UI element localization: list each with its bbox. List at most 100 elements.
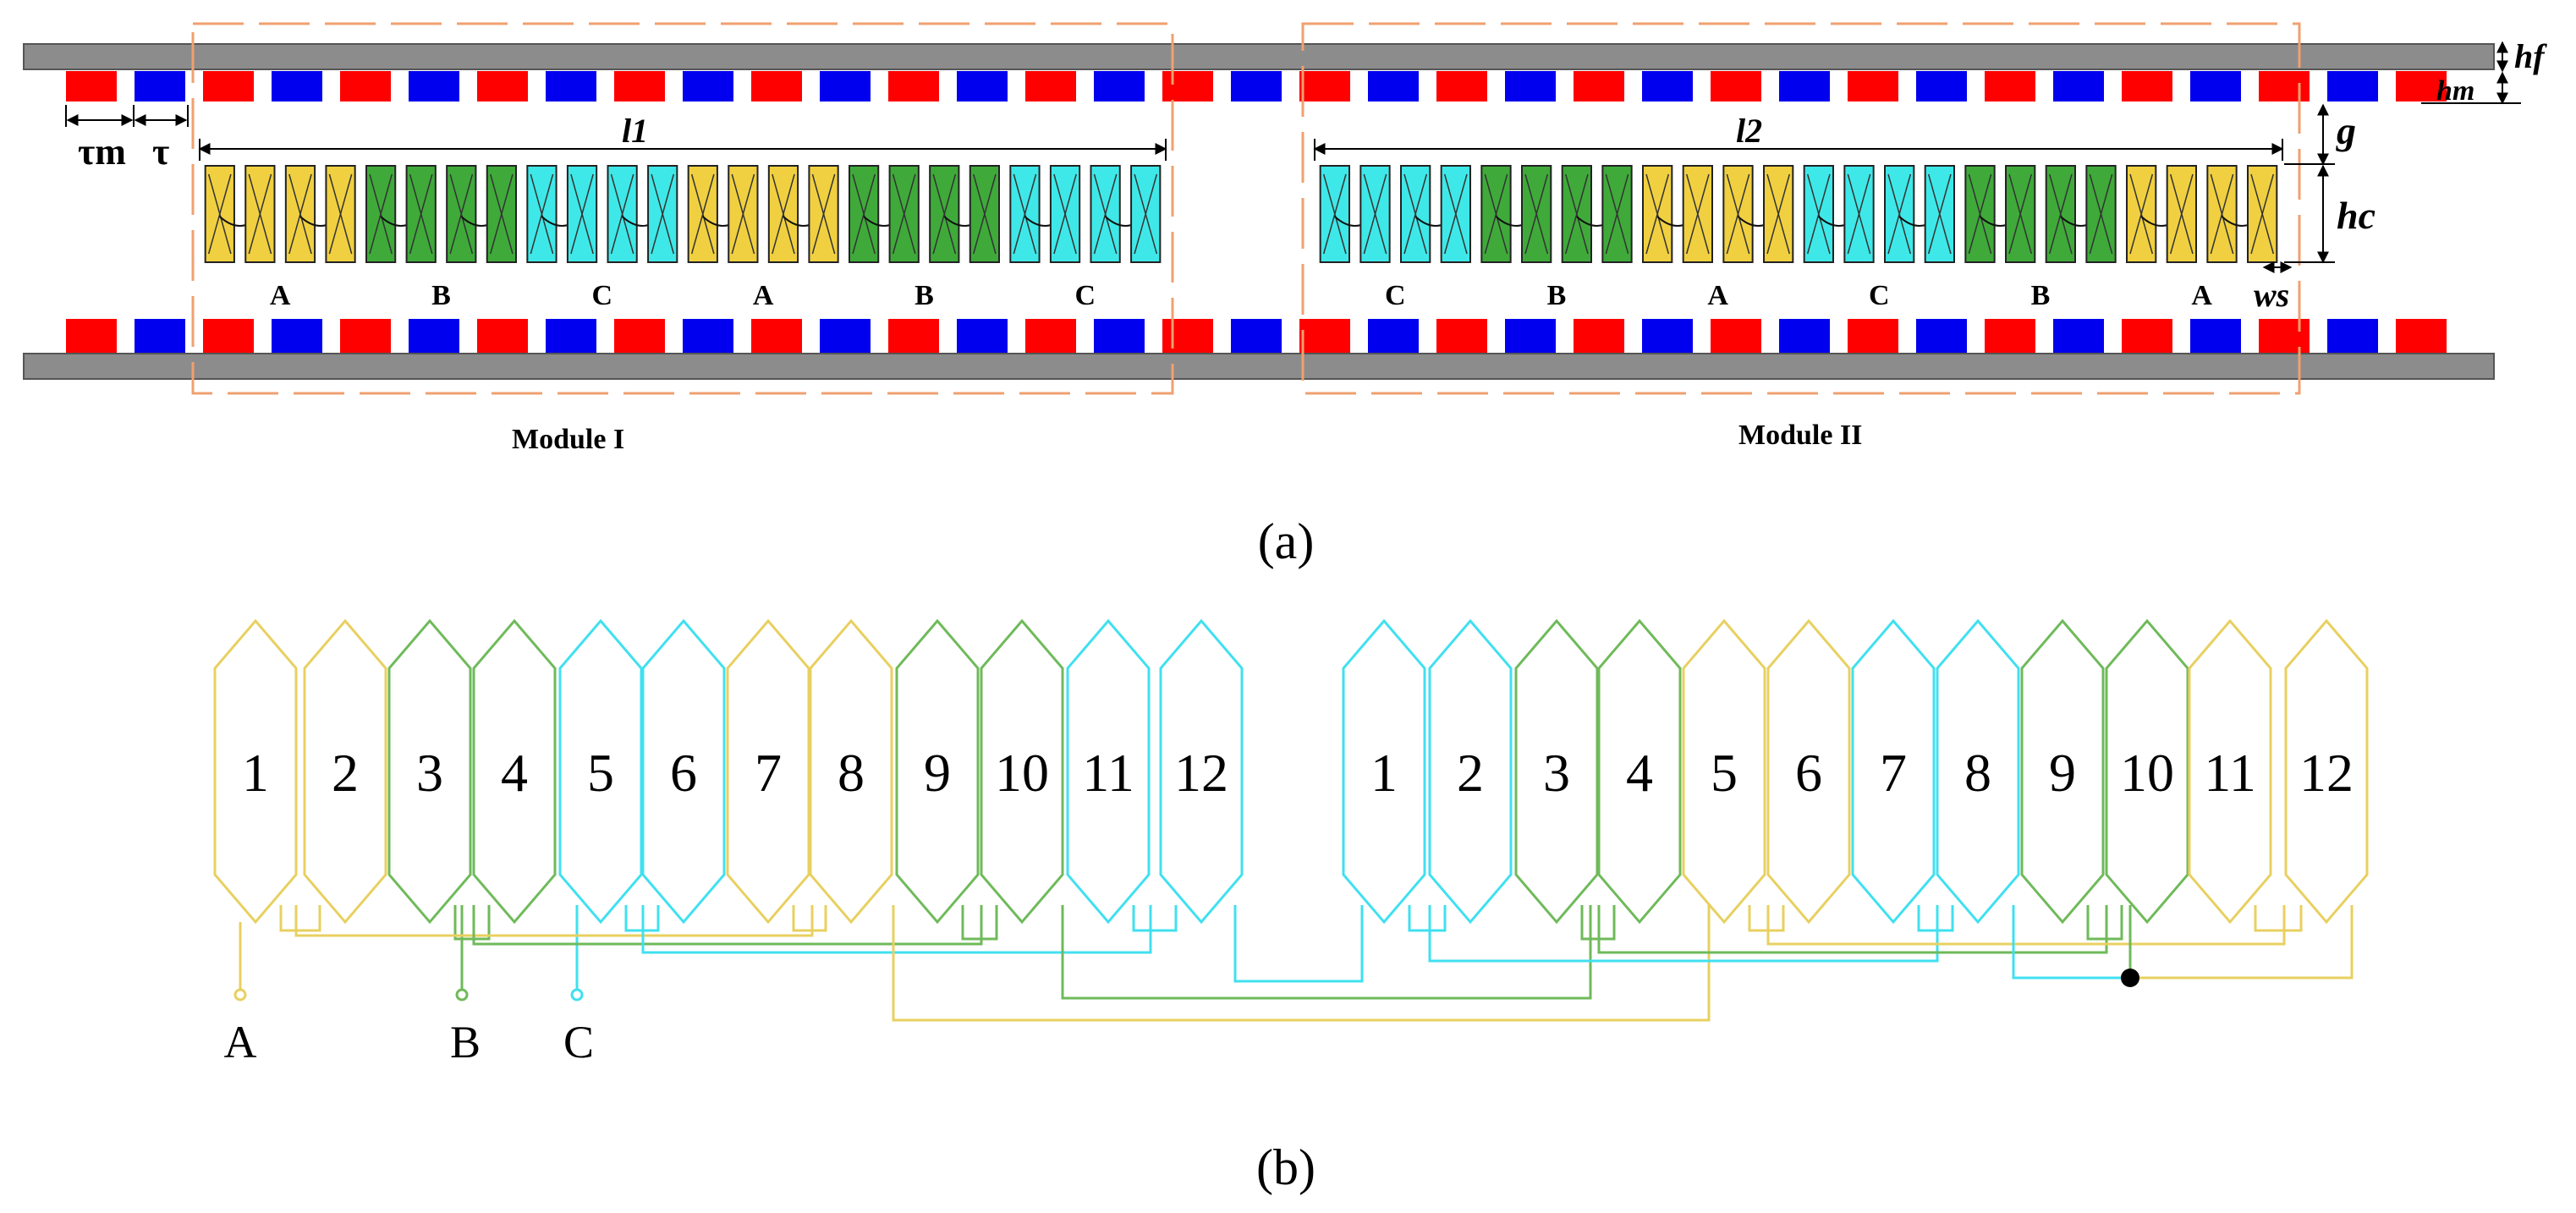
top-magnet [2396, 71, 2447, 102]
top-magnet [2327, 71, 2378, 102]
hc-label: hc [2337, 194, 2376, 237]
phase-label: B [2031, 280, 2051, 311]
top-magnet [272, 71, 322, 102]
phase-wire [2086, 905, 2123, 941]
phase-wire [1766, 905, 2286, 946]
phase-wire [1132, 905, 1178, 932]
bottom-magnet [2327, 319, 2378, 353]
bottom-magnet [2122, 319, 2172, 353]
bottom-magnet [1642, 319, 1693, 353]
coil-number: 1 [1370, 743, 1398, 803]
terminal-c-node [570, 988, 584, 1002]
bottom-magnet [2259, 319, 2310, 353]
coil-loop [1342, 618, 1426, 925]
bottom-magnet [614, 319, 665, 353]
coil-loop [809, 618, 893, 925]
bottom-back-iron [23, 353, 2495, 380]
phase-wire [1233, 905, 1364, 983]
coil-loop [1066, 618, 1151, 925]
coil-loop [726, 618, 810, 925]
bottom-magnet [1779, 319, 1830, 353]
top-magnet [1642, 71, 1693, 102]
phase-wire [1428, 905, 1939, 963]
coil-loop [1851, 618, 1936, 925]
top-magnet [1436, 71, 1487, 102]
phase-wire [1597, 905, 2108, 954]
coil-b [2085, 165, 2117, 263]
phase-label: A [270, 280, 291, 311]
top-magnet [751, 71, 802, 102]
coil-b [1480, 165, 1537, 263]
coil-loop [1428, 618, 1513, 925]
coil-number: 9 [924, 743, 951, 803]
winding-connection-wires [239, 905, 2354, 1022]
phase-wire [2130, 905, 2354, 980]
top-magnet [340, 71, 391, 102]
top-magnet [2259, 71, 2310, 102]
coil-c [1009, 165, 1066, 263]
coil-loop [472, 618, 557, 925]
coil-c [607, 165, 663, 263]
module-2-boundary [1301, 22, 2301, 395]
coil-a [1763, 165, 1794, 263]
coil-b [2045, 165, 2102, 263]
l1-label: l1 [622, 112, 648, 150]
phase-wire [1061, 905, 1592, 1000]
bottom-magnet [203, 319, 254, 353]
top-magnet-array [66, 71, 2447, 102]
coil-b [1561, 165, 1618, 263]
coil-number: 6 [1795, 743, 1822, 803]
phase-label: C [1075, 280, 1096, 311]
coil-a [284, 165, 342, 263]
top-back-iron [23, 43, 2495, 70]
phase-wire [453, 905, 491, 941]
hm-label: hm [2436, 75, 2474, 107]
coil-b [486, 165, 518, 263]
bottom-magnet [820, 319, 871, 353]
phase-wire [1748, 905, 1785, 932]
coil-number: 3 [416, 743, 443, 803]
coil-number: 10 [2120, 743, 2174, 803]
coil-c [526, 165, 583, 263]
terminal-b-node [455, 988, 469, 1002]
bottom-magnet [1711, 319, 1761, 353]
top-magnet [614, 71, 665, 102]
coil-number: 4 [501, 743, 528, 803]
top-magnet [957, 71, 1008, 102]
bottom-magnet [1505, 319, 1556, 353]
tau-m-label: τm [78, 131, 126, 173]
coil-b [365, 165, 422, 263]
bottom-magnet [1848, 319, 1898, 353]
coil-number: 5 [1711, 743, 1738, 803]
coil-b [1964, 165, 2021, 263]
module-1-coil-array [204, 165, 1162, 263]
top-magnet [1299, 71, 1350, 102]
coil-loop [1514, 618, 1599, 925]
phase-label: B [1547, 280, 1567, 311]
top-magnet [1162, 71, 1213, 102]
top-magnet [1711, 71, 1761, 102]
coil-number: 11 [1082, 743, 1134, 803]
coil-c [1924, 165, 1955, 263]
phase-wire [792, 905, 827, 932]
phase-wire [1408, 905, 1447, 932]
terminal-a-node [233, 988, 247, 1002]
coil-loop [1936, 618, 2020, 925]
tau-label: τ [152, 131, 169, 173]
top-magnet [888, 71, 939, 102]
top-magnet [409, 71, 459, 102]
coil-loop [558, 618, 643, 925]
phase-wire [961, 905, 998, 941]
coil-number: 8 [1964, 743, 1991, 803]
coil-loop [2020, 618, 2105, 925]
module-2-coil-array [1319, 165, 2278, 263]
bottom-magnet [1985, 319, 2035, 353]
coil-loop [213, 618, 298, 925]
top-magnet [1505, 71, 1556, 102]
coil-number: 6 [670, 743, 697, 803]
bottom-magnet [1162, 319, 1213, 353]
coil-c [1090, 165, 1146, 263]
coil-a [1722, 165, 1779, 263]
bottom-magnet [2053, 319, 2104, 353]
